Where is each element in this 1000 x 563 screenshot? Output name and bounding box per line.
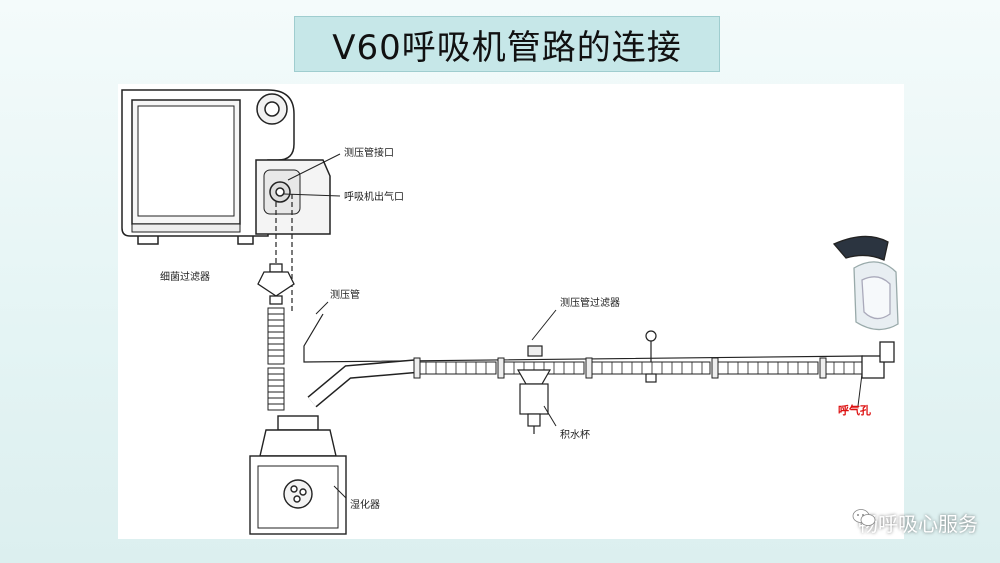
- watermark: 畅呼吸心服务: [852, 508, 978, 537]
- watermark-text: 畅呼吸心服务: [858, 512, 978, 536]
- diagram-panel: 测压管接口 呼吸机出气口 细菌过滤器 测压管 测压管过滤器 积水杯 湿化器 呼气…: [118, 84, 904, 539]
- label-exhalation-port: 呼气孔: [838, 403, 871, 417]
- label-pointers: [283, 153, 863, 499]
- main-tubing: [307, 357, 863, 408]
- label-pressure-tube-filter: 测压管过滤器: [560, 296, 620, 309]
- page-title: V60呼吸机管路的连接: [332, 27, 682, 68]
- label-pressure-port: 测压管接口: [344, 146, 394, 159]
- label-bacteria-filter: 细菌过滤器: [160, 270, 210, 283]
- vertical-tube: [267, 307, 285, 411]
- label-water-trap: 积水杯: [560, 428, 590, 441]
- humidifier-unit: [249, 415, 347, 535]
- pressure-tube-line: [303, 313, 864, 363]
- bacteria-filter: [257, 263, 295, 305]
- circuit-diagram: 测压管接口 呼吸机出气口 细菌过滤器 测压管 测压管过滤器 积水杯 湿化器 呼气…: [121, 89, 899, 535]
- water-trap-assembly: [516, 345, 552, 434]
- ventilator-unit: [121, 89, 331, 245]
- title-box: V60呼吸机管路的连接: [294, 16, 720, 72]
- label-pressure-tube: 测压管: [330, 288, 360, 301]
- tubing-valve: [645, 330, 657, 383]
- label-ventilator-outlet: 呼吸机出气口: [344, 190, 404, 203]
- label-humidifier: 湿化器: [350, 498, 380, 511]
- dashed-connectors: [275, 194, 293, 314]
- mask-assembly: [832, 235, 899, 379]
